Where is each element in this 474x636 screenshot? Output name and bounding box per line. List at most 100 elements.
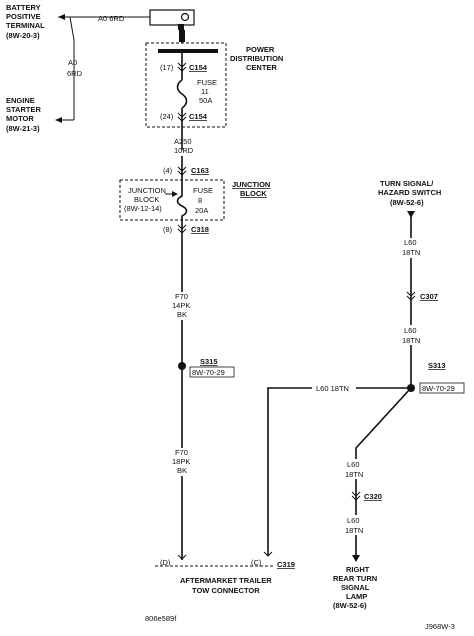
jb-fuse-l2: 8 bbox=[198, 196, 202, 205]
battery-arrow-icon bbox=[58, 14, 65, 20]
pdc-box bbox=[145, 42, 227, 128]
c318-pin: (8) bbox=[163, 225, 173, 234]
pdc-line3: CENTER bbox=[246, 63, 277, 72]
c318-label: C318 bbox=[191, 225, 209, 234]
jb-box bbox=[119, 179, 225, 221]
c319-label: C319 bbox=[277, 560, 295, 569]
wire-l60a-2: 18TN bbox=[402, 248, 420, 257]
wire-a0-side-1: A0 bbox=[68, 58, 77, 67]
jb-inner2: BLOCK bbox=[134, 195, 159, 204]
l60b-label-bg bbox=[400, 325, 424, 345]
lamp-line1: RIGHT bbox=[346, 565, 370, 574]
wire-f70b-3: BK bbox=[177, 466, 187, 475]
footer-left: 806e589f bbox=[145, 614, 177, 623]
pdc-fuse-l3: 50A bbox=[199, 96, 212, 105]
jb-fuse-l1: FUSE bbox=[193, 186, 213, 195]
wire-l60b-2: 18TN bbox=[402, 336, 420, 345]
starter-line1: ENGINE bbox=[6, 96, 35, 105]
wire-l60d-1: L60 bbox=[347, 516, 360, 525]
turn-switch-arrow-icon bbox=[407, 211, 415, 218]
turn-switch-ref: (8W-52-6) bbox=[390, 198, 424, 207]
lamp-line4: LAMP bbox=[346, 592, 367, 601]
pdc-line2: DISTRIBUTION bbox=[230, 54, 283, 63]
wire-a0-top-label: A0 6RD bbox=[98, 14, 125, 23]
c163-pin: (4) bbox=[163, 166, 173, 175]
c319-pin-c-icon bbox=[263, 551, 273, 557]
c319-pin-c: (C) bbox=[251, 558, 262, 567]
wire-f70a-1: F70 bbox=[175, 292, 188, 301]
trailer-line1: AFTERMARKET TRAILER bbox=[180, 576, 272, 585]
battery-line3: TERMINAL bbox=[6, 21, 45, 30]
l60a-label-bg bbox=[400, 238, 424, 258]
jb-label: JUNCTION BLOCK bbox=[232, 180, 270, 198]
pdc-busbar bbox=[158, 49, 218, 53]
f70a-label-bg bbox=[172, 292, 194, 320]
wire-l60c-1: L60 bbox=[347, 460, 360, 469]
pdc-connector-bot-icon bbox=[177, 112, 187, 122]
wire-f70a-3: BK bbox=[177, 310, 187, 319]
lamp-ref: (8W-52-6) bbox=[333, 601, 367, 610]
c319-pin-d-icon bbox=[177, 554, 187, 560]
l60-horiz-label-bg bbox=[312, 382, 356, 392]
pdc-fuse-l1: FUSE bbox=[197, 78, 217, 87]
wire-a250-1: A250 bbox=[174, 137, 192, 146]
starter-label: ENGINE STARTER MOTOR (8W-21-3) bbox=[6, 96, 41, 133]
pdc-pin-top: (17) bbox=[160, 63, 174, 72]
lamp-label: RIGHT REAR TURN SIGNAL LAMP (8W-52-6) bbox=[333, 565, 377, 610]
c307-connector-icon bbox=[406, 291, 416, 301]
battery-line1: BATTERY bbox=[6, 3, 41, 12]
starter-line3: MOTOR bbox=[6, 114, 34, 123]
jb-line2: BLOCK bbox=[240, 189, 267, 198]
trailer-line2: TOW CONNECTOR bbox=[192, 586, 260, 595]
turn-switch-line2: HAZARD SWITCH bbox=[378, 188, 441, 197]
footer-right: J968W-3 bbox=[425, 622, 455, 631]
wire-l60-horiz: L60 18TN bbox=[316, 384, 349, 393]
pdc-conn-bot: C154 bbox=[189, 112, 208, 121]
wire-l60b-1: L60 bbox=[404, 326, 417, 335]
pdc-conn-top: C154 bbox=[189, 63, 208, 72]
s315-ref-box bbox=[189, 366, 235, 378]
s315-splice-icon bbox=[178, 362, 186, 370]
starter-arrow-icon bbox=[55, 117, 62, 123]
lamp-line2: REAR TURN bbox=[333, 574, 377, 583]
starter-wire bbox=[69, 16, 75, 120]
jb-line1: JUNCTION bbox=[232, 180, 270, 189]
s315-ref: 8W-70-29 bbox=[192, 368, 225, 377]
s313-ref-box bbox=[419, 382, 465, 394]
pdc-connector-top-icon bbox=[177, 62, 187, 72]
wire-l60a-1: L60 bbox=[404, 238, 417, 247]
pdc-pin-bot: (24) bbox=[160, 112, 174, 121]
pdc-line1: POWER bbox=[246, 45, 275, 54]
l60-wire-horizontal bbox=[267, 387, 411, 556]
c320-label: C320 bbox=[364, 492, 382, 501]
starter-ref: (8W-21-3) bbox=[6, 124, 40, 133]
c163-connector-icon bbox=[177, 166, 187, 176]
l60c-label-bg bbox=[344, 459, 368, 479]
trailer-label: AFTERMARKET TRAILER TOW CONNECTOR bbox=[180, 576, 272, 595]
jb-inner3: (8W-12-14) bbox=[124, 204, 162, 213]
wire-f70b-2: 18PK bbox=[172, 457, 190, 466]
c319-pin-d: (D) bbox=[160, 558, 171, 567]
battery-label: BATTERY POSITIVE TERMINAL (8W-20-3) bbox=[6, 3, 45, 40]
jb-pointer-arrow-icon bbox=[172, 191, 178, 197]
turn-switch-label: TURN SIGNAL/ HAZARD SWITCH (8W-52-6) bbox=[378, 179, 441, 207]
wire-a250-2: 10RD bbox=[174, 146, 194, 155]
battery-ref: (8W-20-3) bbox=[6, 31, 40, 40]
battery-line2: POSITIVE bbox=[6, 12, 41, 21]
turn-switch-line1: TURN SIGNAL/ bbox=[380, 179, 434, 188]
pdc-fuse-l2: 11 bbox=[201, 87, 209, 96]
f70b-label-bg bbox=[172, 448, 194, 476]
wire-l60d-2: 18TN bbox=[345, 526, 363, 535]
l60d-label-bg bbox=[344, 515, 368, 535]
wire-f70a-2: 14PK bbox=[172, 301, 190, 310]
s313-ref: 8W-70-29 bbox=[422, 384, 455, 393]
jb-fuse-icon bbox=[176, 180, 188, 232]
starter-line2: STARTER bbox=[6, 105, 41, 114]
wire-f70b-1: F70 bbox=[175, 448, 188, 457]
jb-fuse-l3: 20A bbox=[195, 206, 208, 215]
pdc-fuse-icon bbox=[176, 79, 188, 109]
wire-a0-side-2: 6RD bbox=[67, 69, 83, 78]
lamp-arrow-icon bbox=[352, 555, 360, 562]
pdc-label: POWER DISTRIBUTION CENTER bbox=[230, 45, 283, 72]
